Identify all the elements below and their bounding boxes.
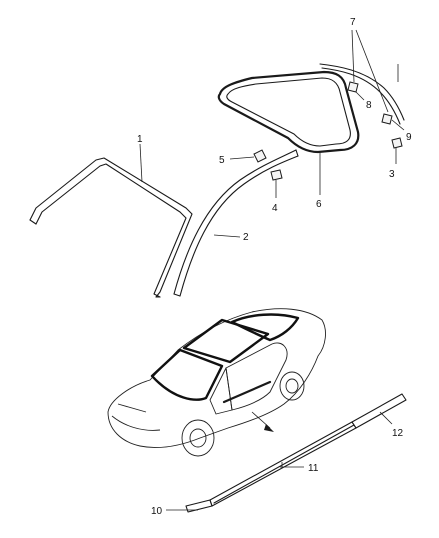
rear-molding-part-7 [319, 29, 405, 125]
windshield-weatherstrip-part-1 [29, 157, 193, 298]
bracket-part-9 [381, 64, 405, 131]
callout-10: 10 [151, 506, 163, 517]
clip-part-3 [391, 137, 403, 164]
fastener-part-5 [229, 149, 267, 163]
callout-8: 8 [366, 100, 372, 111]
clip-part-4 [270, 169, 283, 198]
callout-4: 4 [272, 203, 278, 214]
leader-lines [139, 143, 304, 511]
rear-window-weatherstrip-part-6 [217, 70, 360, 195]
side-molding-part-12 [351, 393, 407, 429]
callout-1: 1 [137, 134, 143, 145]
callout-2: 2 [243, 232, 249, 243]
callout-12: 12 [392, 428, 404, 439]
bracket-part-8 [347, 81, 365, 101]
roof-rail-molding-part-2 [173, 149, 299, 297]
side-molding-part-11 [209, 421, 357, 507]
callout-6: 6 [316, 199, 322, 210]
car-body [107, 308, 326, 457]
callout-5: 5 [219, 155, 225, 166]
callout-11: 11 [308, 463, 319, 474]
callout-7: 7 [350, 17, 356, 28]
callout-3: 3 [389, 169, 395, 180]
callout-9: 9 [406, 132, 412, 143]
